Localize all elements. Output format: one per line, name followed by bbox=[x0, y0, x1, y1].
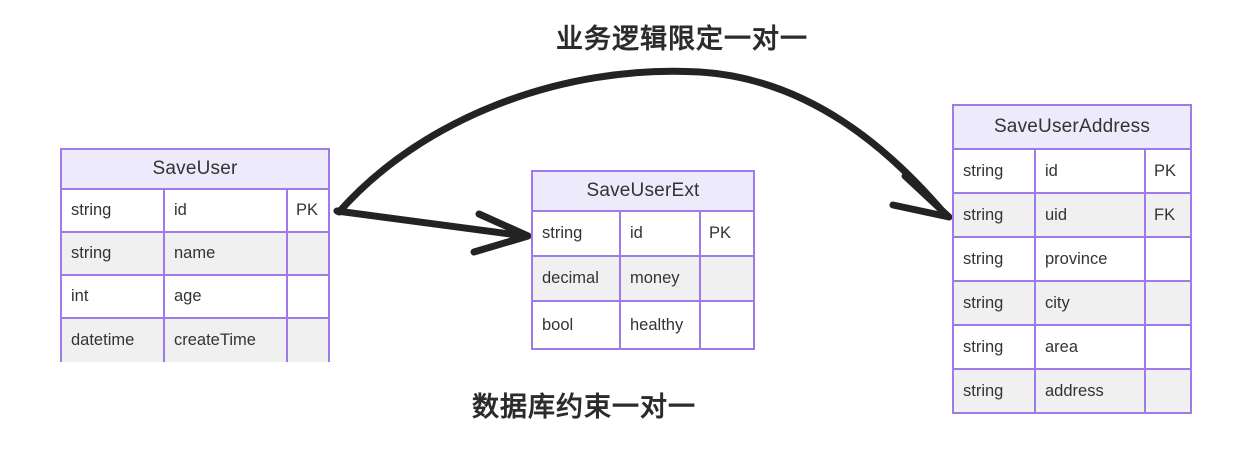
row-type: string bbox=[954, 194, 1036, 236]
row-key bbox=[288, 276, 328, 317]
row-key bbox=[701, 257, 753, 300]
relationship-arrow-database-constraint bbox=[333, 207, 532, 256]
row-key: PK bbox=[1154, 161, 1177, 180]
table-row[interactable]: decimal money bbox=[533, 257, 753, 302]
row-name: money bbox=[621, 257, 701, 300]
row-type: bool bbox=[533, 302, 621, 348]
row-name: id bbox=[165, 190, 288, 231]
row-key bbox=[1146, 326, 1190, 368]
row-name: address bbox=[1036, 370, 1146, 412]
row-name: name bbox=[165, 233, 288, 274]
row-type: string bbox=[954, 370, 1036, 412]
row-type: string bbox=[954, 150, 1036, 192]
row-key bbox=[701, 302, 753, 348]
entity-title-save-user-address: SaveUserAddress bbox=[954, 106, 1190, 150]
row-type: string bbox=[954, 282, 1036, 324]
entity-save-user-ext[interactable]: SaveUserExt string id PK decimal money b… bbox=[531, 170, 755, 350]
table-row[interactable]: string city bbox=[954, 282, 1190, 326]
row-key bbox=[1146, 238, 1190, 280]
row-type: string bbox=[62, 190, 165, 231]
row-type: string bbox=[62, 233, 165, 274]
table-row[interactable]: string uid FK bbox=[954, 194, 1190, 238]
row-name: city bbox=[1036, 282, 1146, 324]
curved-arrow-head bbox=[889, 172, 953, 221]
table-row[interactable]: bool healthy bbox=[533, 302, 753, 348]
row-name: healthy bbox=[621, 302, 701, 348]
straight-arrow-head bbox=[470, 210, 532, 256]
row-key: PK bbox=[709, 224, 732, 242]
row-name: age bbox=[165, 276, 288, 317]
row-type: decimal bbox=[533, 257, 621, 300]
table-row[interactable]: string id PK bbox=[533, 212, 753, 257]
row-key bbox=[288, 233, 328, 274]
row-name: id bbox=[621, 212, 701, 255]
row-type: int bbox=[62, 276, 165, 317]
table-row[interactable]: string name bbox=[62, 233, 328, 276]
relationship-label-database-constraint: 数据库约束一对一 bbox=[472, 392, 696, 423]
table-row[interactable]: string id PK bbox=[62, 190, 328, 233]
row-name: province bbox=[1036, 238, 1146, 280]
table-row[interactable]: string province bbox=[954, 238, 1190, 282]
row-type: string bbox=[954, 238, 1036, 280]
table-row[interactable]: string area bbox=[954, 326, 1190, 370]
row-key bbox=[288, 319, 328, 362]
row-name: createTime bbox=[165, 319, 288, 362]
row-key bbox=[1146, 370, 1190, 412]
entity-title-save-user: SaveUser bbox=[62, 150, 328, 190]
row-key: FK bbox=[1154, 205, 1176, 224]
table-row[interactable]: datetime createTime bbox=[62, 319, 328, 362]
table-row[interactable]: string address bbox=[954, 370, 1190, 412]
relationship-label-business-logic: 业务逻辑限定一对一 bbox=[556, 24, 808, 55]
entity-save-user-address[interactable]: SaveUserAddress string id PK string uid … bbox=[952, 104, 1192, 414]
entity-save-user[interactable]: SaveUser string id PK string name int ag… bbox=[60, 148, 330, 362]
row-type: datetime bbox=[62, 319, 165, 362]
row-name: area bbox=[1036, 326, 1146, 368]
row-name: uid bbox=[1036, 194, 1146, 236]
entity-title-save-user-ext: SaveUserExt bbox=[533, 172, 753, 212]
row-key: PK bbox=[296, 201, 319, 219]
row-key bbox=[1146, 282, 1190, 324]
row-name: id bbox=[1036, 150, 1146, 192]
table-row[interactable]: int age bbox=[62, 276, 328, 319]
table-row[interactable]: string id PK bbox=[954, 150, 1190, 194]
straight-arrow-path bbox=[333, 207, 529, 240]
row-type: string bbox=[533, 212, 621, 255]
row-type: string bbox=[954, 326, 1036, 368]
